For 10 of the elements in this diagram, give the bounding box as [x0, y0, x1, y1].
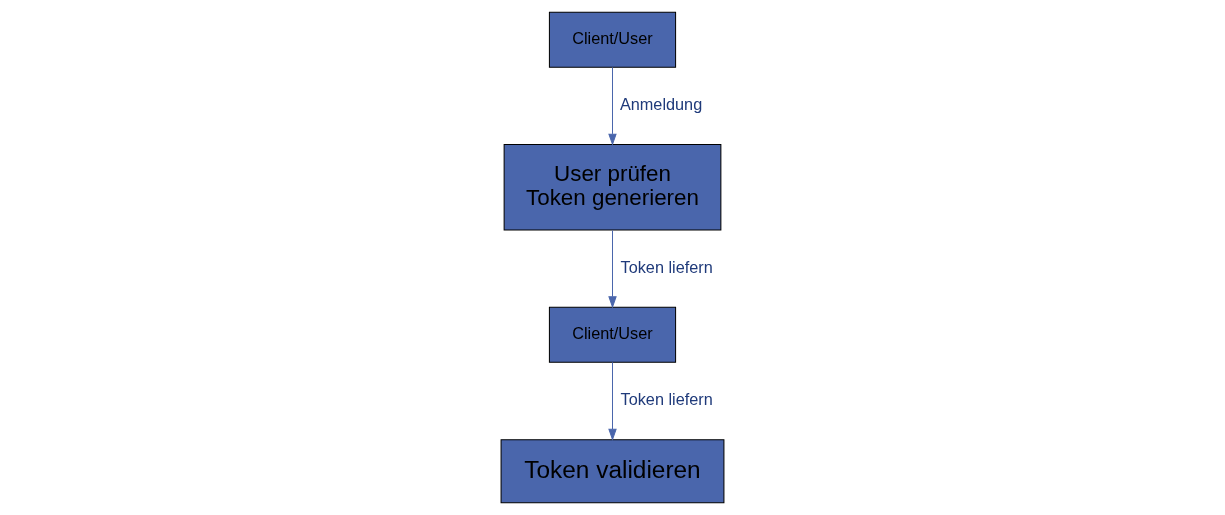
arrow: [608, 66, 617, 146]
edge-label: Anmeldung: [619, 94, 703, 113]
arrow: [608, 361, 617, 441]
node-box: Client/User: [548, 306, 677, 363]
edge-label: Token liefern: [620, 257, 713, 276]
node-box: User prüfen Token generieren: [503, 144, 722, 231]
arrow: [608, 229, 617, 309]
node-box: Token validieren: [500, 439, 725, 504]
node-box: Client/User: [548, 11, 677, 68]
edge-label: Token liefern: [620, 389, 713, 408]
